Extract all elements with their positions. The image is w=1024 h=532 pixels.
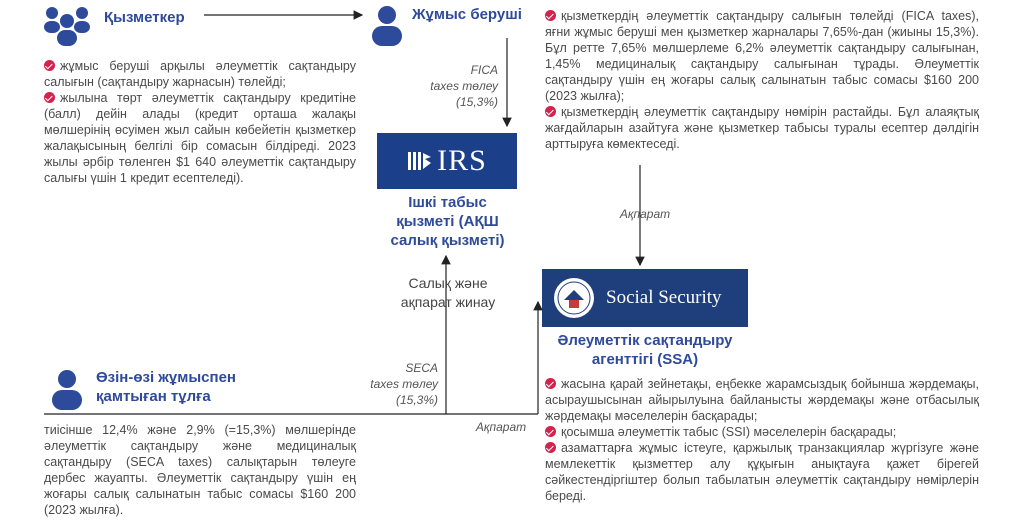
ssa-seal-icon <box>554 278 594 318</box>
irs-title: Ішкі табыс қызметі (АҚШ салық қызметі) <box>390 194 505 249</box>
employee-title: Қызметкер <box>104 9 185 26</box>
list-item: азаматтарға жұмыс істеуге, қаржылық тран… <box>545 441 979 503</box>
seca-label: SECA taxes төлеу (15,3%) <box>370 361 438 407</box>
check-icon <box>545 378 556 389</box>
employer-text: қызметкердің әлеуметтік сақтандыру салығ… <box>545 8 979 152</box>
ssa-text: жасына қарай зейнетақы, еңбекке жарамсыз… <box>545 376 979 504</box>
check-icon <box>545 442 556 453</box>
self-employed-title: Өзін-өзі жұмыспен қамтыған тұлға <box>96 369 236 405</box>
irs-eagle-icon <box>408 152 432 170</box>
self-employed-person-icon <box>48 368 86 415</box>
list-item: қызметкердің әлеуметтік сақтандыру нөмір… <box>545 105 979 151</box>
info-label-right: Ақпарат <box>619 207 671 221</box>
list-item: жасына қарай зейнетақы, еңбекке жарамсыз… <box>545 377 979 423</box>
check-icon <box>545 106 556 117</box>
group-people-icon <box>42 4 92 53</box>
irs-logo: IRS <box>377 133 517 189</box>
list-item: жылына төрт әлеуметтік сақтандыру кредит… <box>44 91 356 185</box>
fica-label: FICA taxes төлеу (15,3%) <box>430 63 498 109</box>
check-icon <box>44 60 55 71</box>
irs-logo-text: IRS <box>437 144 487 177</box>
list-item: қызметкердің әлеуметтік сақтандыру салығ… <box>545 9 979 103</box>
list-item: қосымша әлеуметтік табыс (SSI) мәселелер… <box>545 424 979 440</box>
employer-title: Жұмыс беруші <box>412 6 522 23</box>
check-icon <box>545 10 556 21</box>
collect-label: Салық және ақпарат жинау <box>400 275 496 310</box>
ssa-logo: Social Security <box>542 269 748 327</box>
self-employed-text: тиісінше 12,4% және 2,9% (=15,3%) мөлшер… <box>44 423 356 517</box>
employee-text: жұмыс беруші арқылы әлеуметтік сақтандыр… <box>44 58 356 186</box>
ssa-logo-text: Social Security <box>606 287 722 308</box>
employer-person-icon <box>368 4 406 51</box>
list-item: жұмыс беруші арқылы әлеуметтік сақтандыр… <box>44 59 356 89</box>
check-icon <box>545 426 556 437</box>
info-label-bottom: Ақпарат <box>475 420 527 434</box>
check-icon <box>44 92 55 103</box>
ssa-title: Әлеуметтік сақтандыру агенттігі (SSA) <box>557 332 733 368</box>
